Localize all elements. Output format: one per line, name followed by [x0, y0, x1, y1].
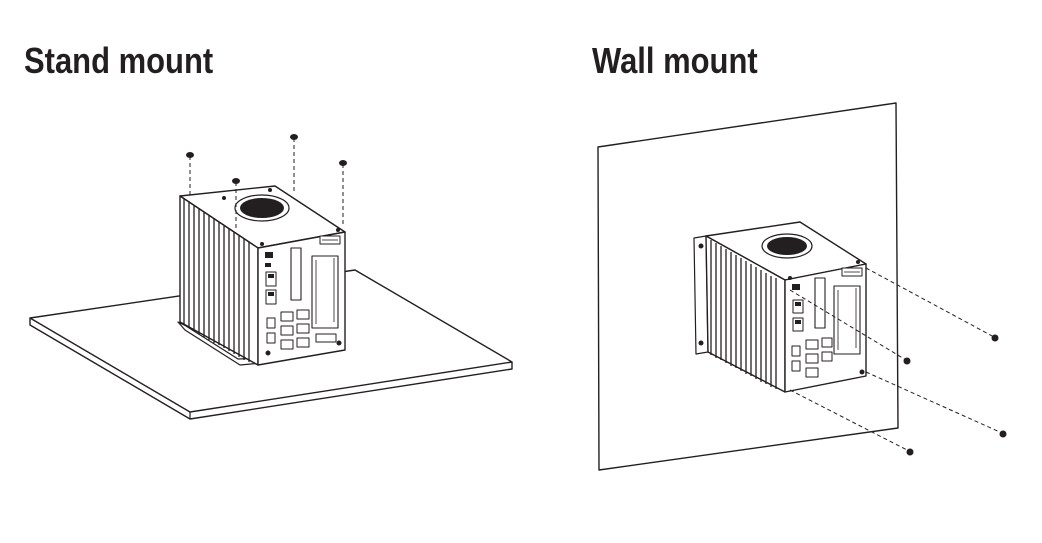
- wall-screws: [789, 267, 1007, 456]
- heat-sink-fins: [183, 199, 250, 362]
- stand-mount-title: Stand mount: [24, 40, 214, 81]
- screw-icon: [290, 134, 298, 140]
- stand-screws: [186, 134, 347, 228]
- screw-icon: [186, 152, 194, 158]
- stand-computer-unit: [177, 185, 346, 366]
- heat-sink-fins: [710, 240, 777, 389]
- screw-icon: [999, 430, 1007, 438]
- screw-icon: [991, 334, 999, 342]
- stand-mount-figure: [29, 134, 513, 420]
- screw-icon: [903, 357, 911, 365]
- screw-icon: [906, 448, 914, 456]
- wall-mount-title: Wall mount: [592, 40, 758, 81]
- wall-computer-unit: [693, 221, 867, 393]
- wall-mount-figure: [597, 102, 1007, 471]
- screw-icon: [339, 160, 347, 166]
- screw-icon: [232, 178, 240, 184]
